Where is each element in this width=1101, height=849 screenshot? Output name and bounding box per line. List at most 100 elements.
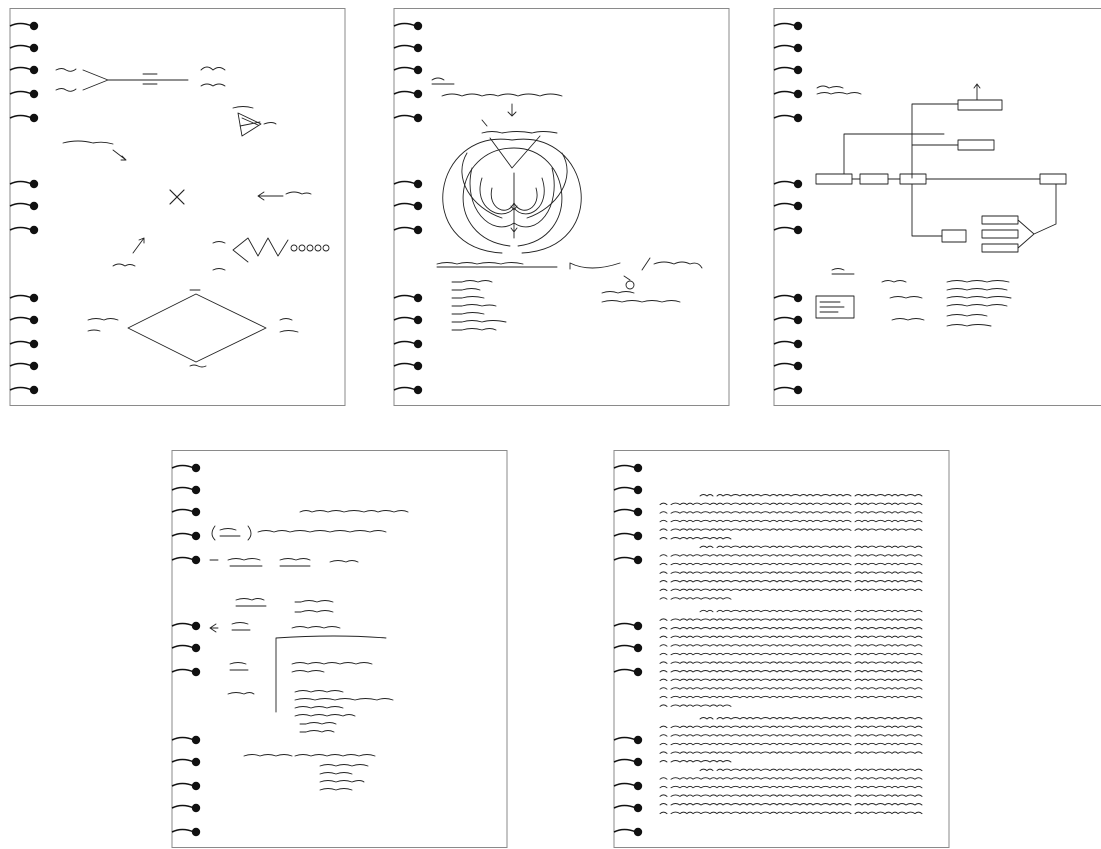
handwriting-line bbox=[659, 803, 923, 806]
spiral-hole bbox=[413, 113, 423, 123]
handwriting-line bbox=[659, 751, 923, 754]
spiral-hole bbox=[29, 179, 39, 189]
spiral-binding-icon bbox=[773, 21, 803, 395]
spiral-hole bbox=[633, 803, 643, 813]
notebook-page-4 bbox=[170, 450, 508, 848]
handwriting-line bbox=[659, 742, 923, 746]
spiral-binding-icon bbox=[9, 21, 39, 395]
handwriting-line bbox=[659, 687, 923, 690]
spiral-hole bbox=[191, 555, 201, 565]
spiral-hole bbox=[633, 643, 643, 653]
spiral-hole bbox=[191, 643, 201, 653]
spiral-hole bbox=[413, 21, 423, 31]
notebook-page-3 bbox=[772, 8, 1101, 406]
spiral-hole bbox=[793, 385, 803, 395]
handwriting-line bbox=[699, 717, 923, 720]
spiral-hole bbox=[191, 485, 201, 495]
spiral-hole bbox=[793, 293, 803, 303]
spiral-hole bbox=[633, 781, 643, 791]
spiral-hole bbox=[191, 803, 201, 813]
spiral-hole bbox=[413, 361, 423, 371]
spiral-hole bbox=[633, 667, 643, 677]
spiral-hole bbox=[633, 463, 643, 473]
spiral-hole bbox=[29, 21, 39, 31]
handwriting-line bbox=[699, 545, 923, 549]
spiral-hole bbox=[29, 339, 39, 349]
handwriting-line bbox=[659, 678, 923, 682]
spiral-hole bbox=[191, 507, 201, 517]
handwriting-line bbox=[659, 635, 923, 639]
spiral-hole bbox=[29, 201, 39, 211]
spiral-hole bbox=[793, 225, 803, 235]
spiral-hole bbox=[29, 89, 39, 99]
spiral-hole bbox=[413, 385, 423, 395]
spiral-hole bbox=[413, 201, 423, 211]
handwriting-line bbox=[659, 580, 923, 583]
spiral-hole bbox=[413, 179, 423, 189]
handwriting-line bbox=[659, 811, 923, 815]
sketch-content bbox=[431, 77, 703, 331]
notebook-page-2 bbox=[392, 8, 730, 406]
spiral-hole bbox=[793, 201, 803, 211]
handwriting-line bbox=[659, 597, 732, 600]
spiral-hole bbox=[29, 385, 39, 395]
spiral-hole bbox=[793, 339, 803, 349]
handwriting-line bbox=[659, 652, 923, 656]
spiral-hole bbox=[633, 555, 643, 565]
handwriting-line bbox=[659, 528, 923, 531]
handwriting-line bbox=[699, 609, 923, 613]
spiral-hole bbox=[633, 531, 643, 541]
handwriting-line bbox=[659, 670, 923, 673]
spiral-hole bbox=[413, 65, 423, 75]
handwriting-line bbox=[659, 704, 732, 707]
notes-content bbox=[209, 510, 409, 791]
spiral-hole bbox=[793, 361, 803, 371]
flowchart-content bbox=[815, 83, 1067, 327]
handwriting-line bbox=[659, 695, 923, 699]
spiral-hole bbox=[29, 113, 39, 123]
spiral-binding-icon bbox=[171, 463, 201, 837]
spiral-hole bbox=[191, 667, 201, 677]
spiral-hole bbox=[633, 507, 643, 517]
sketch-content bbox=[55, 66, 330, 368]
spiral-hole bbox=[29, 361, 39, 371]
handwriting-line bbox=[659, 562, 923, 566]
handwriting-line bbox=[659, 511, 923, 514]
spiral-hole bbox=[191, 757, 201, 767]
spiral-hole bbox=[29, 315, 39, 325]
handwriting-line bbox=[659, 627, 923, 630]
notebook-page-1 bbox=[8, 8, 346, 406]
spiral-binding-icon bbox=[393, 21, 423, 395]
spiral-hole bbox=[191, 781, 201, 791]
handwriting-line bbox=[659, 502, 923, 506]
notebook-page-5 bbox=[612, 450, 950, 848]
spiral-hole bbox=[633, 735, 643, 745]
spiral-hole bbox=[413, 315, 423, 325]
spiral-hole bbox=[191, 621, 201, 631]
spiral-hole bbox=[413, 225, 423, 235]
spiral-hole bbox=[413, 293, 423, 303]
handwriting-line bbox=[659, 554, 923, 557]
spiral-hole bbox=[413, 339, 423, 349]
spiral-hole bbox=[413, 89, 423, 99]
handwriting-line bbox=[659, 537, 732, 540]
spiral-hole bbox=[793, 21, 803, 31]
spiral-hole bbox=[793, 315, 803, 325]
spiral-hole bbox=[793, 89, 803, 99]
handwriting-line bbox=[659, 661, 923, 664]
spiral-hole bbox=[191, 531, 201, 541]
handwriting-line bbox=[659, 760, 732, 763]
handwriting-line bbox=[699, 494, 923, 497]
handwriting-line bbox=[659, 571, 923, 574]
spiral-hole bbox=[793, 113, 803, 123]
handwritten-text-block bbox=[659, 494, 923, 815]
handwriting-line bbox=[659, 794, 923, 797]
spiral-hole bbox=[191, 735, 201, 745]
handwriting-line bbox=[659, 734, 923, 737]
handwriting-line bbox=[659, 519, 923, 523]
spiral-hole bbox=[29, 225, 39, 235]
spiral-hole bbox=[191, 463, 201, 473]
spiral-binding-icon bbox=[613, 463, 643, 837]
spiral-hole bbox=[29, 43, 39, 53]
handwriting-line bbox=[659, 618, 923, 621]
